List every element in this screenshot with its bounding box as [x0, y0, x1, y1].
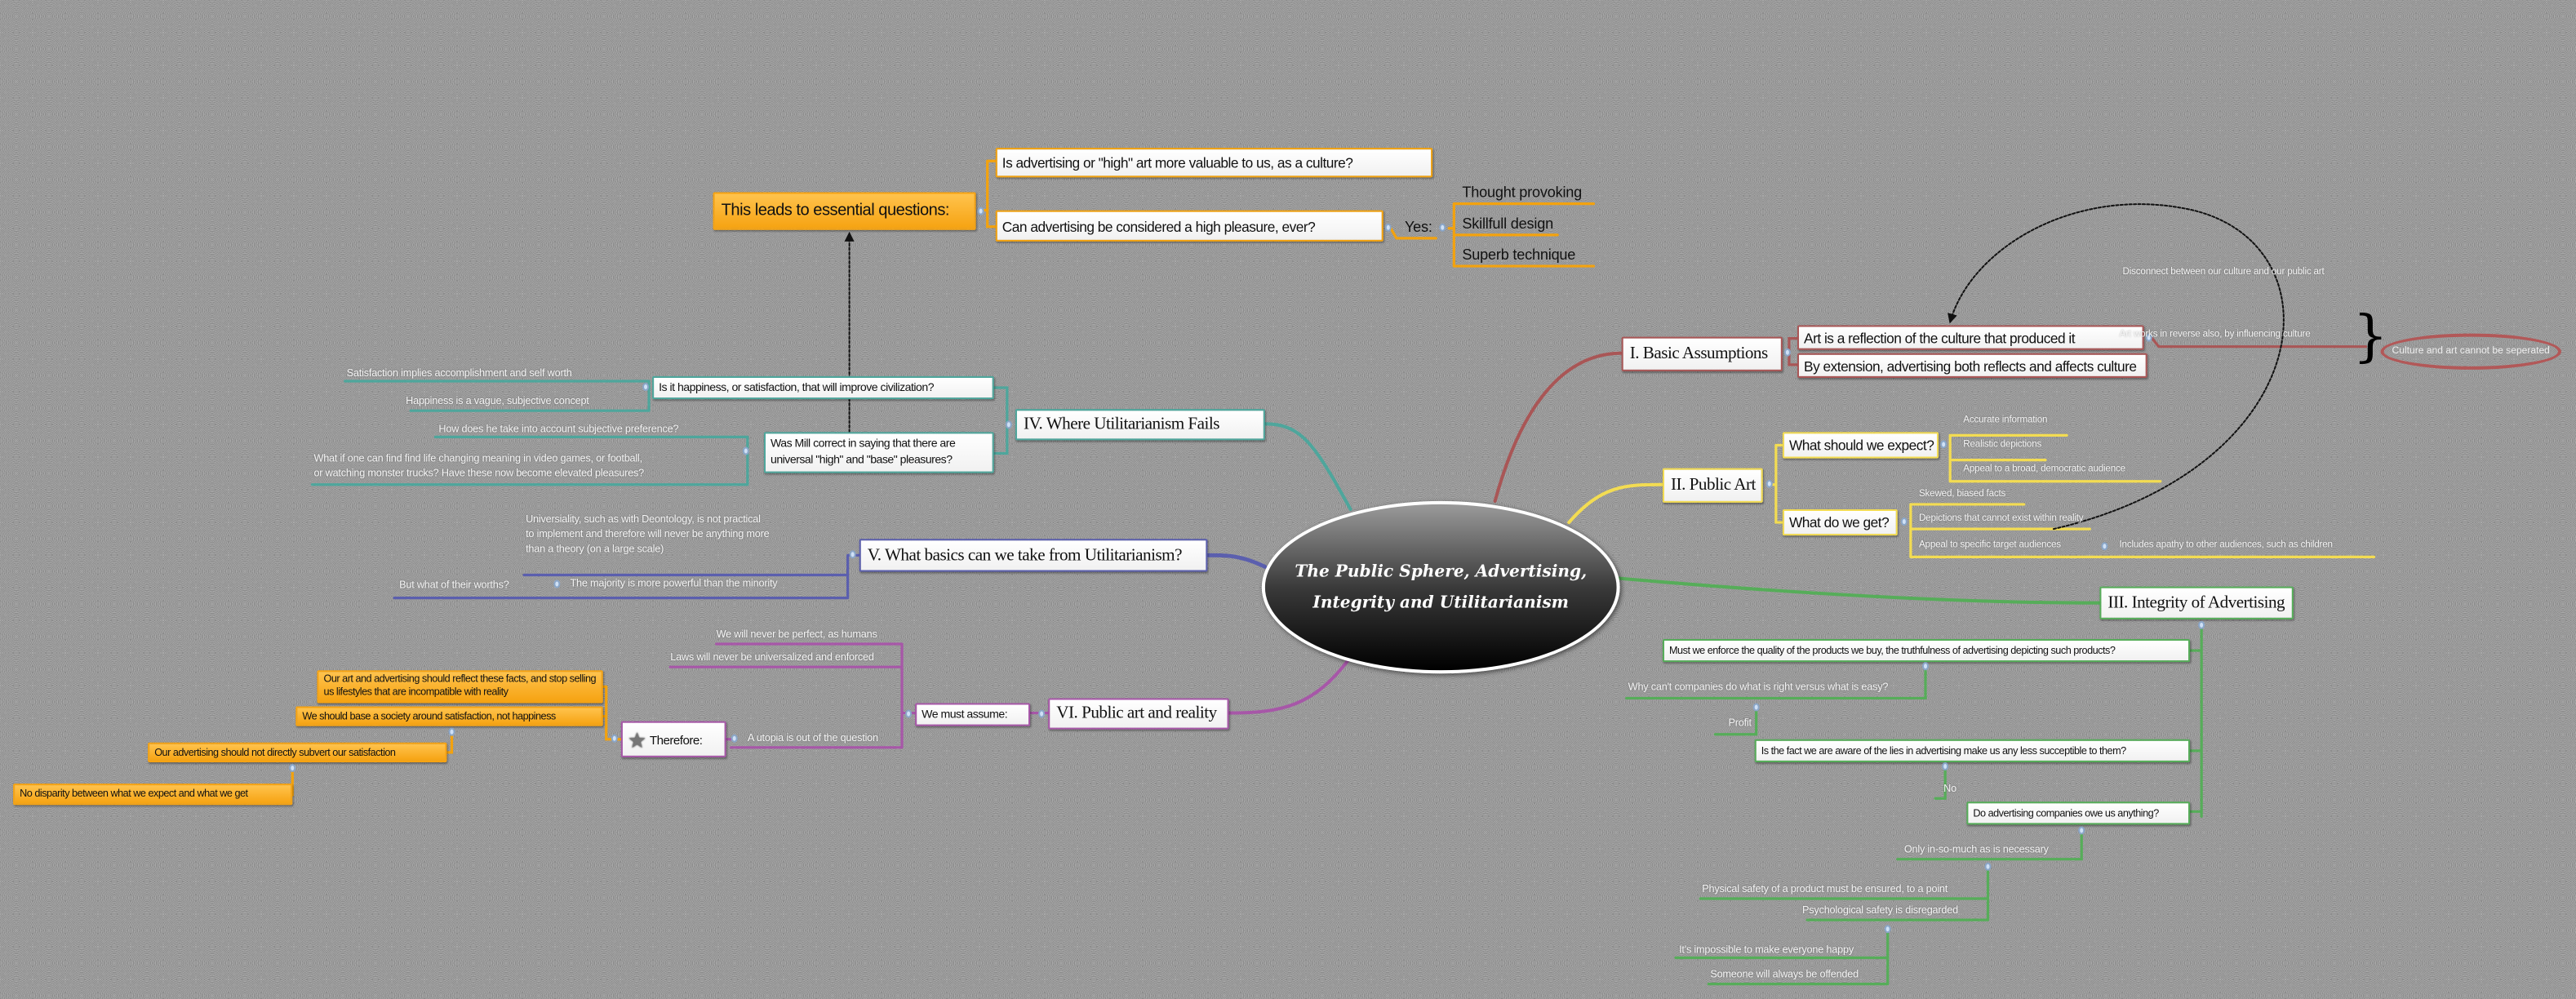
collapse-toggle[interactable] — [1921, 662, 1930, 671]
collapse-toggle[interactable] — [1942, 761, 1949, 771]
question-owe-us-anything[interactable]: Do advertising companies owe us anything… — [1966, 801, 2191, 825]
subtopic-label[interactable]: Art works in reverse also, by influencin… — [2119, 330, 2311, 340]
collapse-toggle[interactable] — [448, 727, 455, 736]
branch-line-1 — [1493, 351, 1623, 503]
subtopic-label[interactable]: Someone will always be offended — [1710, 969, 1859, 981]
collapse-toggle[interactable] — [1783, 348, 1791, 357]
topic-public-art-and-reality[interactable]: VI. Public art and reality — [1048, 698, 1229, 730]
topic-integrity-of-advertising[interactable]: III. Integrity of Advertising — [2099, 586, 2294, 619]
collapse-toggle[interactable] — [1384, 223, 1392, 232]
collapse-toggle[interactable] — [742, 446, 749, 455]
essential-questions-node[interactable]: This leads to essential questions: — [713, 192, 976, 230]
collapse-toggle[interactable] — [1884, 925, 1891, 934]
topic-where-utilitarianism-fails[interactable]: IV. Where Utilitarianism Fails — [1015, 409, 1265, 441]
collapse-toggle[interactable] — [611, 734, 618, 743]
branch-line-2 — [1567, 482, 1664, 525]
yes-label: Yes: — [1404, 218, 1432, 235]
summary-culture-and-art[interactable]: Culture and art cannot be seperated — [2380, 333, 2561, 370]
summary-label: Culture and art cannot be seperated — [2392, 346, 2550, 357]
collapse-toggle[interactable] — [977, 206, 984, 215]
collapse-toggle[interactable] — [1765, 479, 1773, 488]
topic-what-basics[interactable]: V. What basics can we take from Utilitar… — [859, 539, 1208, 572]
therefore-item[interactable]: No disparity between what we expect and … — [13, 784, 293, 806]
topic-basic-assumptions[interactable]: I. Basic Assumptions — [1621, 336, 1783, 371]
question-happiness-or-satisfaction[interactable]: Is it happiness, or satisfaction, that w… — [652, 375, 994, 400]
subtopic-label[interactable]: How does he take into account subjective… — [438, 424, 679, 436]
yes-item[interactable]: Thought provoking — [1462, 184, 1583, 201]
subtopic-label[interactable]: Accurate information — [1963, 415, 2048, 426]
branch-line-6 — [1227, 655, 1352, 715]
collapse-toggle[interactable] — [2198, 620, 2205, 629]
subtopic-label[interactable]: Depictions that cannot exist within real… — [1918, 514, 2084, 525]
collapse-toggle[interactable] — [2145, 333, 2152, 342]
therefore-node[interactable]: ★ Therefore: — [620, 721, 726, 757]
collapse-toggle[interactable] — [731, 734, 738, 743]
subtopic-label[interactable]: What if one can find find life changing … — [313, 453, 645, 480]
subtopic-label[interactable]: Universiality, such as with Deontology, … — [526, 514, 770, 556]
subtopic-label[interactable]: Happiness is a vague, subjective concept — [406, 396, 589, 408]
subtopic-label[interactable]: Profit — [1728, 717, 1752, 730]
what-should-we-expect[interactable]: What should we expect? — [1782, 432, 1939, 459]
essential-question-1[interactable]: Is advertising or "high" art more valuab… — [995, 148, 1433, 178]
therefore-label: Therefore: — [649, 731, 703, 747]
collapse-toggle[interactable] — [1439, 223, 1446, 232]
subtopic-label[interactable]: Physical safety of a product must be ens… — [1702, 883, 1948, 895]
subtopic-label[interactable]: No — [1943, 784, 1956, 796]
collapse-toggle[interactable] — [1940, 440, 1948, 449]
collapse-toggle[interactable] — [553, 579, 561, 588]
therefore-item[interactable]: Our advertising should not directly subv… — [148, 742, 447, 762]
branch-line-5 — [1205, 553, 1268, 569]
assumption-art-reflection[interactable]: Art is a reflection of the culture that … — [1797, 325, 2144, 350]
central-topic[interactable]: The Public Sphere, Advertising, Integrit… — [1261, 500, 1620, 674]
collapse-toggle[interactable] — [1038, 709, 1046, 718]
yes-item[interactable]: Superb technique — [1462, 246, 1576, 264]
collapse-toggle[interactable] — [1900, 517, 1908, 526]
essential-question-2[interactable]: Can advertising be considered a high ple… — [995, 210, 1383, 242]
collapse-toggle[interactable] — [905, 709, 913, 718]
subtopic-label[interactable]: Appeal to specific target audiences — [1918, 540, 2061, 551]
collapse-toggle[interactable] — [2078, 826, 2085, 835]
question-mill-correct[interactable]: Was Mill correct in saying that there ar… — [763, 432, 994, 473]
subtopic-label[interactable]: Appeal to a broad, democratic audience — [1963, 464, 2125, 475]
central-topic-line-1: The Public Sphere, Advertising, — [1295, 562, 1588, 581]
assumption-advertising-extension[interactable]: By extension, advertising both reflects … — [1797, 353, 2147, 378]
branch-line-3 — [1616, 576, 2102, 605]
collapse-toggle[interactable] — [2101, 542, 2108, 551]
star-icon: ★ — [627, 726, 646, 752]
subtopic-label[interactable]: Includes apathy to other audiences, such… — [2119, 540, 2334, 551]
what-do-we-get[interactable]: What do we get? — [1782, 508, 1898, 536]
question-aware-of-lies[interactable]: Is the fact we are aware of the lies in … — [1754, 739, 2191, 762]
we-must-assume-node[interactable]: We must assume: — [915, 703, 1031, 726]
subtopic-label[interactable]: But what of their worths? — [399, 579, 509, 592]
subtopic-label[interactable]: Skewed, biased facts — [1918, 489, 2006, 500]
topic-public-art[interactable]: II. Public Art — [1662, 468, 1763, 503]
summary-brace: } — [2352, 304, 2388, 370]
collapse-toggle[interactable] — [1005, 420, 1012, 429]
therefore-item[interactable]: We should base a society around satisfac… — [295, 706, 603, 726]
subtopic-label[interactable]: Laws will never be universalized and enf… — [670, 652, 874, 664]
yes-item[interactable]: Skillfull design — [1462, 215, 1553, 232]
collapse-toggle[interactable] — [289, 763, 296, 773]
branch-line-4 — [1263, 422, 1352, 511]
subtopic-label[interactable]: Why can't companies do what is right ver… — [1628, 682, 1889, 694]
subtopic-label[interactable]: We will never be perfect, as humans — [716, 628, 877, 641]
collapse-toggle[interactable] — [642, 382, 650, 392]
subtopic-label[interactable]: The majority is more powerful than the m… — [570, 578, 778, 590]
relationship-label[interactable]: Disconnect between our culture and our p… — [2122, 268, 2325, 278]
subtopic-label[interactable]: Satisfaction implies accomplishment and … — [346, 367, 572, 380]
relationship-arrow-disconnect — [1948, 203, 2285, 531]
collapse-toggle[interactable] — [849, 550, 856, 559]
central-topic-line-2: Integrity and Utilitarianism — [1312, 593, 1570, 612]
question-enforce-quality[interactable]: Must we enforce the quality of the produ… — [1662, 638, 2191, 663]
collapse-toggle[interactable] — [1752, 703, 1760, 712]
collapse-toggle[interactable] — [1984, 862, 1992, 871]
subtopic-label[interactable]: Psychological safety is disregarded — [1802, 905, 1958, 917]
subtopic-label[interactable]: It's impossible to make everyone happy — [1679, 944, 1854, 957]
subtopic-label[interactable]: Only in-so-much as is necessary — [1903, 844, 2049, 856]
subtopic-label[interactable]: Realistic depictions — [1963, 440, 2042, 451]
therefore-item[interactable]: Our art and advertising should reflect t… — [317, 670, 603, 704]
subtopic-label[interactable]: A utopia is out of the question — [747, 732, 878, 744]
